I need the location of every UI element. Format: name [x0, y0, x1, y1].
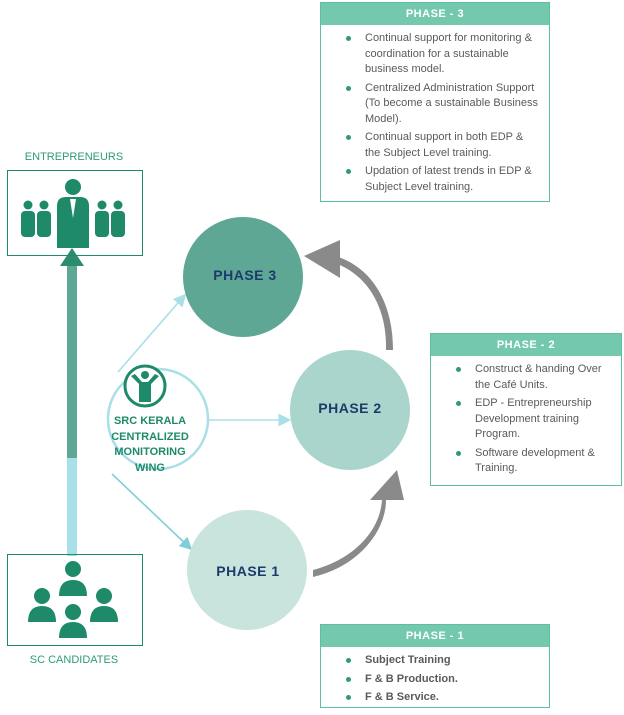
phase3-item: Centralized Administration Support (To b… [346, 81, 541, 128]
growth-arrow-head [60, 248, 84, 266]
phase1-circle [187, 510, 307, 630]
phase3-details-box: PHASE - 3 Continual support for monitori… [320, 2, 550, 202]
hub-label-line4: WING [135, 461, 165, 474]
phase3-item: Updation of latest trends in EDP & Subje… [346, 164, 541, 195]
hub-to-phase1-arrow [111, 473, 193, 551]
hub-label-line3: MONITORING [114, 446, 186, 458]
phase2-item: Software development & Training. [456, 446, 613, 477]
phase3-item: Continual support for monitoring & coord… [346, 31, 541, 78]
phase1-list: Subject Training F & B Production. F & B… [321, 647, 549, 715]
progress-arrow-phase2-to-phase3 [332, 255, 393, 350]
phase3-header: PHASE - 3 [321, 3, 549, 25]
phase3-circle [183, 217, 303, 337]
phase1-item: F & B Service. [346, 690, 541, 706]
phase2-header: PHASE - 2 [431, 334, 621, 356]
hub-label: SRC KERALA CENTRALIZED MONITORING WING [104, 414, 196, 476]
hub-label-line1: SRC KERALA [113, 415, 187, 427]
progress-arrow-phase2-to-phase3-head [304, 240, 340, 278]
phase2-item: EDP - Entrepreneurship Development train… [456, 396, 613, 443]
hub-label-line2: CENTRALIZED [111, 430, 189, 443]
progress-arrow-phase1-to-phase2 [313, 500, 386, 577]
phase2-list: Construct & handing Over the Café Units.… [431, 356, 621, 486]
candidates-label: SC CANDIDATES [29, 654, 119, 666]
phase3-list: Continual support for monitoring & coord… [321, 25, 549, 204]
entrepreneurs-label: ENTREPRENEURS [24, 151, 124, 163]
phase1-circle-label: PHASE 1 [216, 563, 280, 579]
entrepreneurs-box [7, 170, 143, 256]
entrepreneurs-icon [21, 179, 125, 248]
phase1-details-box: PHASE - 1 Subject Training F & B Product… [320, 624, 550, 708]
phase2-circle [290, 350, 410, 470]
src-kerala-logo [123, 364, 167, 408]
phase2-details-box: PHASE - 2 Construct & handing Over the C… [430, 333, 622, 486]
growth-arrow-shaft [67, 266, 77, 458]
phase3-item: Continual support in both EDP & the Subj… [346, 130, 541, 161]
progress-arrow-phase1-to-phase2-head [370, 470, 404, 500]
phase2-item: Construct & handing Over the Café Units. [456, 362, 613, 393]
phase3-circle-label: PHASE 3 [213, 267, 277, 283]
phase1-item: Subject Training [346, 653, 541, 669]
phase1-header: PHASE - 1 [321, 625, 549, 647]
candidates-box [7, 554, 143, 646]
phase2-circle-label: PHASE 2 [318, 400, 382, 416]
candidates-icon [28, 561, 118, 638]
hub-to-phase3-arrow [117, 293, 187, 373]
phase1-item: F & B Production. [346, 672, 541, 688]
candidates-connector-lower [67, 456, 77, 556]
